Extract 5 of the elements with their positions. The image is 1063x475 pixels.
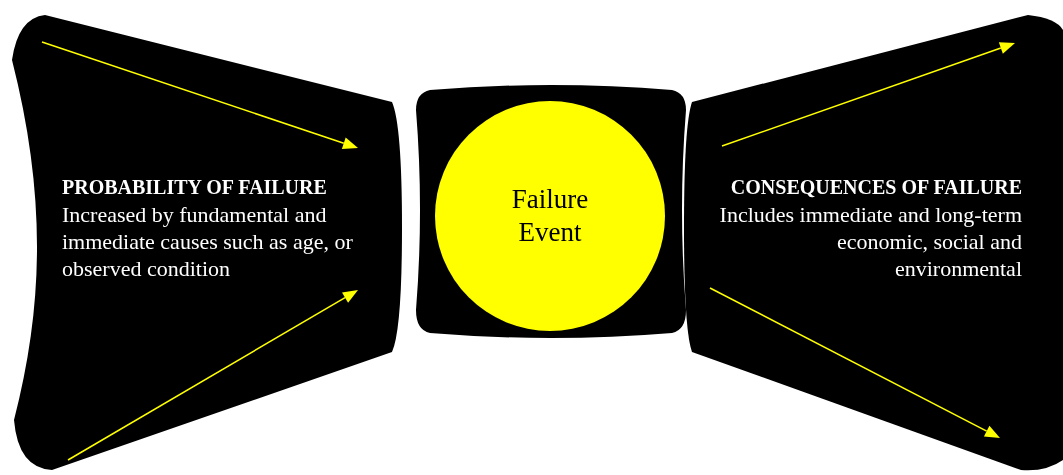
description-text: Includes immediate and long-term economic, social and environmental	[718, 201, 1022, 282]
description-text: Increased by fundamental and immediate causes such as age, or observed condition	[62, 201, 354, 282]
section-heading: CONSEQUENCES OF FAILURE	[729, 175, 1022, 200]
event-label: Failure Event	[510, 183, 590, 249]
section-heading: PROBABILITY OF FAILURE	[62, 175, 328, 200]
